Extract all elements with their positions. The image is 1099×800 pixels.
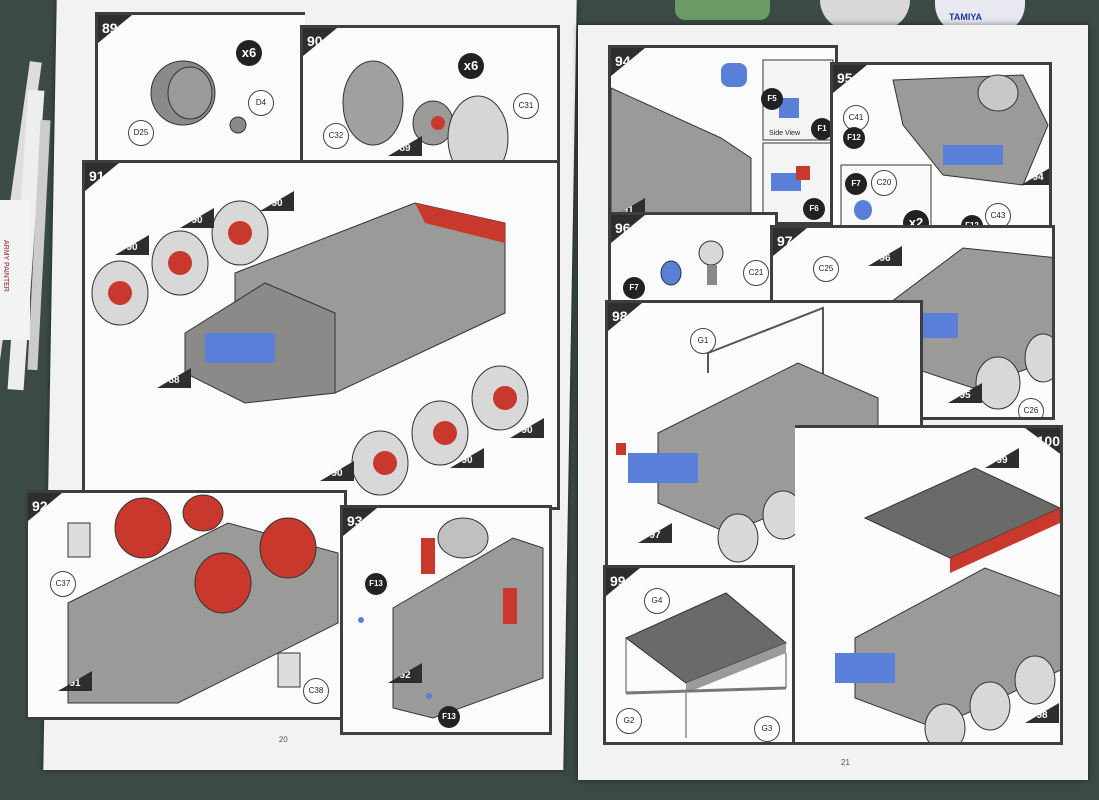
step-91-panel: 91 90 90 90 90 90 90 88 — [82, 160, 560, 510]
step-89-panel: 89 x6 D4 D25 — [95, 12, 305, 182]
part-label-f12: F12 — [843, 127, 865, 149]
part-label-c38: C38 — [303, 678, 329, 704]
truck-rear-lights-drawing — [358, 517, 544, 719]
part-label-f7: F7 — [623, 277, 645, 299]
paint-jar-label: TAMIYA — [949, 12, 983, 22]
part-label-f6: F6 — [803, 198, 825, 220]
quantity-badge: x6 — [236, 40, 262, 66]
part-label-c37: C37 — [50, 571, 76, 597]
paint-jar-green — [675, 0, 770, 20]
truck-rear-drawing — [67, 494, 339, 704]
page-number: 21 — [841, 758, 850, 767]
part-label-c41: C41 — [843, 105, 869, 131]
step-92-panel: 92 C37 C38 91 — [25, 490, 347, 720]
step-95-panel: 95 C41 F12 F7 C20 C43 F12 x2 94 — [830, 62, 1052, 240]
step-93-panel: 93 F13 F13 92 — [340, 505, 552, 735]
step-94-panel: 94 91 F5 F1 F6 Side View — [608, 45, 838, 225]
step-96-panel: 96 F7 C21 — [608, 212, 778, 310]
hub-drawing — [150, 60, 247, 134]
part-label-g1: G1 — [690, 328, 716, 354]
part-label-f1: F1 — [811, 118, 833, 140]
part-label-c32: C32 — [323, 123, 349, 149]
part-label-f5: F5 — [761, 88, 783, 110]
side-view-label: Side View — [769, 130, 801, 137]
cargo-bed-drawing — [611, 59, 834, 222]
step-99-panel: 99 G4 G2 G3 — [603, 565, 795, 745]
part-label-g2: G2 — [616, 708, 642, 734]
step-100-panel: 100 99 98 — [795, 425, 1063, 745]
part-label-f13: F13 — [365, 573, 387, 595]
brush-label: ARMY PAINTER — [2, 240, 9, 292]
part-label-d4: D4 — [248, 90, 274, 116]
part-label-c26: C26 — [1018, 398, 1044, 417]
cab-mirrors-drawing — [840, 74, 1049, 236]
part-label-f13: F13 — [438, 706, 460, 728]
truck-with-canopy-drawing — [835, 467, 1060, 742]
part-label-c21: C21 — [743, 260, 769, 286]
part-label-c25: C25 — [813, 256, 839, 282]
part-label-g3: G3 — [754, 716, 780, 742]
part-label-g4: G4 — [644, 588, 670, 614]
part-label-d25: D25 — [128, 120, 154, 146]
truck-cab-lights-drawing — [882, 247, 1052, 410]
part-label-f7: F7 — [845, 173, 867, 195]
part-label-c20: C20 — [871, 170, 897, 196]
truck-chassis-drawing — [91, 200, 529, 496]
canvas-cover-drawing — [625, 592, 787, 738]
wheel-assembly-drawing — [342, 60, 509, 181]
page-number: 20 — [278, 735, 288, 744]
quantity-badge: x6 — [458, 53, 484, 79]
part-label-c31: C31 — [513, 93, 539, 119]
lamp-drawing — [660, 240, 724, 286]
brush-handle: ARMY PAINTER — [0, 200, 30, 340]
